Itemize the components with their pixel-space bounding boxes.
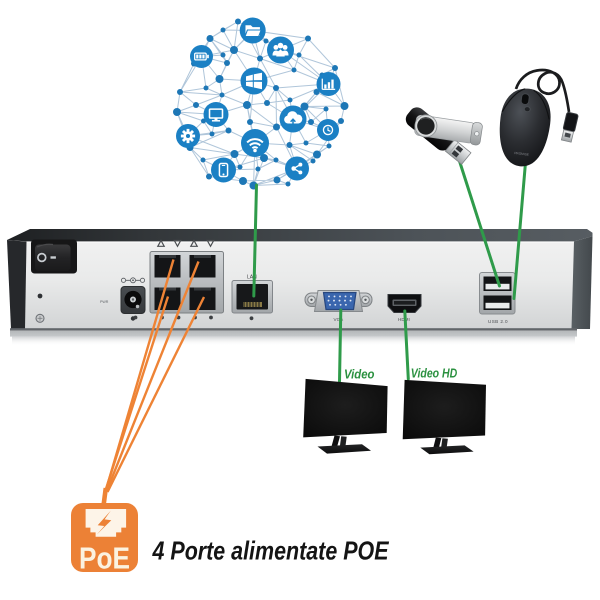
svg-text:PROMISE: PROMISE [514,151,529,157]
svg-text:PWR: PWR [100,300,109,304]
svg-text:VGA: VGA [334,317,345,322]
svg-text:Video: Video [344,366,375,381]
svg-text:LAN: LAN [247,275,257,281]
svg-text:Video HD: Video HD [411,366,458,381]
svg-text:USB 2.0: USB 2.0 [488,319,508,324]
svg-text:4 Porte alimentate POE: 4 Porte alimentate POE [152,536,389,566]
svg-text:PoE: PoE [79,541,130,576]
